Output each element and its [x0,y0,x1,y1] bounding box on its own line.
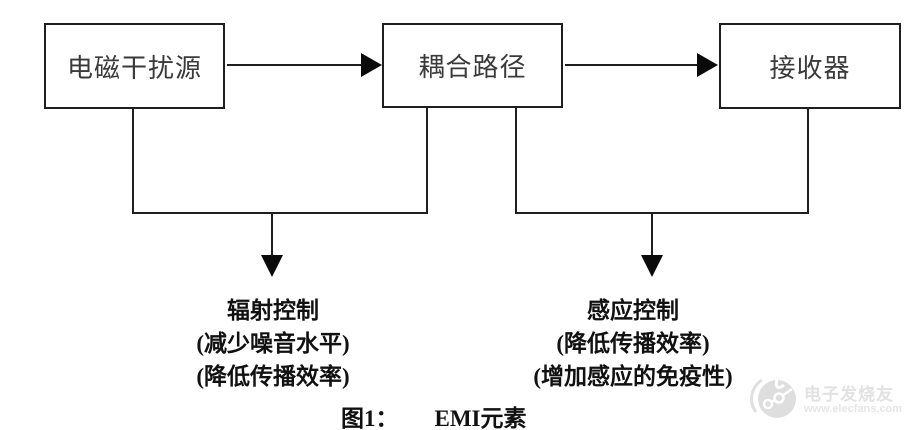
induction-control-title: 感应控制 [587,298,679,323]
right-connector-bus [515,212,809,214]
node-emi-source-label: 电磁干扰源 [66,53,202,83]
flow-arrow-source-to-coupling-line [227,64,363,66]
figure-caption-title: EMI元素 [434,406,527,430]
right-connector-arrow-down-icon [641,255,663,277]
right-connector-drop-from-receiver [807,109,809,213]
radiation-control-label: 辐射控制 (减少噪音水平) (降低传播效率) [113,294,433,393]
flow-arrow-coupling-to-receiver-head-icon [697,53,718,77]
radiation-control-title: 辐射控制 [227,298,319,323]
induction-control-note-2: (增加感应的免疫性) [533,364,733,389]
flow-arrow-coupling-to-receiver-line [565,64,698,66]
induction-control-note-1: (降低传播效率) [556,331,710,356]
right-connector-drop-from-coupling [515,108,517,213]
left-connector-arrow-down-icon [261,255,283,277]
induction-control-label: 感应控制 (降低传播效率) (增加感应的免疫性) [473,294,793,393]
flow-arrow-source-to-coupling-head-icon [361,53,382,77]
radiation-control-note-2: (降低传播效率) [196,364,350,389]
node-emi-source: 电磁干扰源 [44,23,225,109]
node-receiver-label: 接收器 [769,53,851,83]
left-connector-bus [132,212,428,214]
elecfans-url-text: www.elecfans.com [804,403,903,416]
figure-caption: 图1： EMI元素 [341,399,527,430]
node-receiver: 接收器 [719,23,901,109]
right-connector-arrow-stem [651,213,653,256]
left-connector-drop-from-coupling [426,108,428,213]
figure-caption-label: 图1： [341,406,399,430]
elecfans-watermark: 电子发烧友 www.elecfans.com [748,375,908,427]
left-connector-arrow-stem [271,213,273,256]
node-coupling-path-label: 耦合路径 [418,53,527,82]
elecfans-brand-text: 电子发烧友 [804,385,894,405]
node-coupling-path: 耦合路径 [382,23,563,108]
radiation-control-note-1: (减少噪音水平) [196,331,350,356]
elecfans-logo-icon [748,374,800,429]
left-connector-drop-from-source [132,109,134,213]
